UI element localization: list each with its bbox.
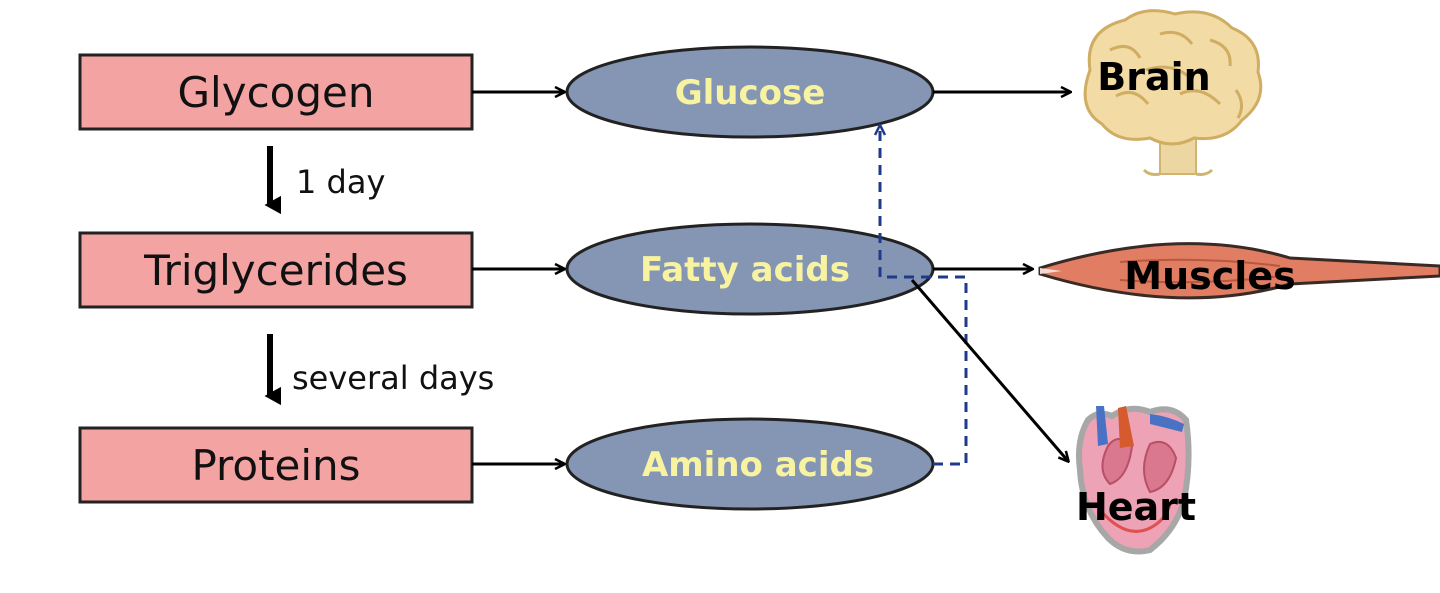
organ-muscles-label: Muscles [1124, 254, 1295, 298]
source-proteins-label: Proteins [191, 441, 360, 490]
source-glycogen: Glycogen [78, 53, 474, 131]
heart-icon [1076, 405, 1192, 555]
organ-brain-label: Brain [1097, 55, 1210, 99]
molecule-amino-acids: Amino acids [565, 417, 935, 511]
dashed-arrow-amino-acids-to-glucose [880, 126, 968, 466]
molecule-fatty-acids: Fatty acids [565, 222, 935, 316]
transition-label-1-day: 1 day [296, 163, 385, 201]
molecule-glucose-label: Glucose [675, 73, 826, 113]
molecule-amino-acids-label: Amino acids [642, 445, 874, 485]
source-proteins: Proteins [78, 426, 474, 504]
arrow-fatty-acids-heart [910, 279, 1068, 461]
muscle-icon [1038, 242, 1440, 300]
source-triglycerides-label: Triglycerides [143, 246, 408, 295]
transition-label-several-days: several days [292, 359, 494, 397]
source-triglycerides: Triglycerides [78, 231, 474, 309]
source-glycogen-label: Glycogen [178, 68, 375, 117]
brain-icon [1083, 9, 1263, 176]
molecule-fatty-acids-label: Fatty acids [640, 250, 850, 290]
organ-heart-label: Heart [1076, 485, 1196, 529]
molecule-glucose: Glucose [565, 45, 935, 139]
